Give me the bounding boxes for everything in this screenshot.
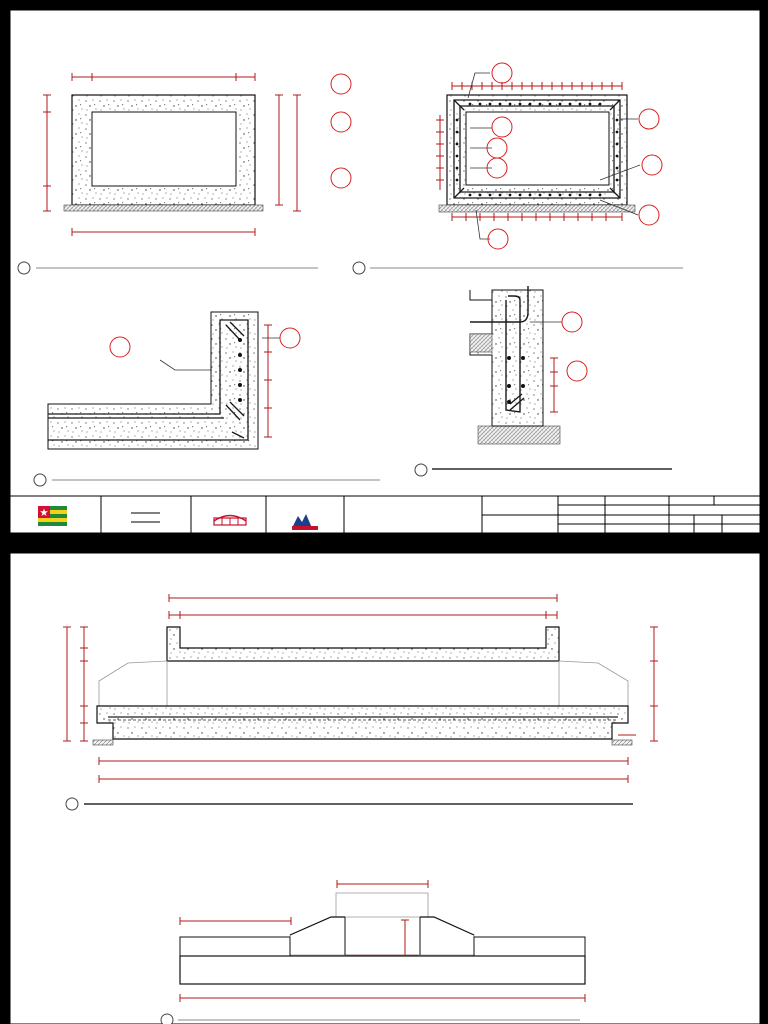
callout-circles-a [330,73,352,189]
view-marker-circle [414,463,428,477]
sheet-2-paper [9,552,761,1024]
title-block [9,495,761,534]
leader-lines-b [467,72,641,240]
drawing-sheet-2 [0,543,768,1024]
detail-view-d [414,286,672,477]
section-view-a [17,73,352,275]
frame-section-inner [91,111,237,187]
company-logo [292,514,318,530]
rebar-cages [453,99,621,199]
view-marker-circle [33,473,47,487]
ltp-logo [213,514,247,526]
togo-flag [38,506,67,526]
blinding-layer [63,204,264,212]
callout-circle [330,73,352,95]
view-marker-circle [65,797,79,811]
sheet-1-paper [9,9,761,534]
view-marker-circle [352,261,366,275]
cross-section [160,880,586,1024]
view-marker-circle [160,1013,174,1024]
dimension-lines-sides [63,626,658,783]
base-slab [96,705,629,740]
sheet-2-canvas [9,552,761,1024]
callout-circle [330,167,352,189]
sheet-1-canvas [9,9,761,534]
drawing-sheet-1 [9,9,761,534]
dimension-lines-b [436,82,623,221]
longitudinal-section [63,594,658,811]
rebar-dots [455,102,619,197]
section-view-b [352,62,683,275]
dimension-lines-a [43,73,301,236]
upper-slab [166,626,560,662]
callout-circles-b [486,62,663,250]
dimension-lines-top [168,594,558,619]
detail-view-c [33,311,380,487]
callout-circle [330,111,352,133]
view-marker-circle [17,261,31,275]
